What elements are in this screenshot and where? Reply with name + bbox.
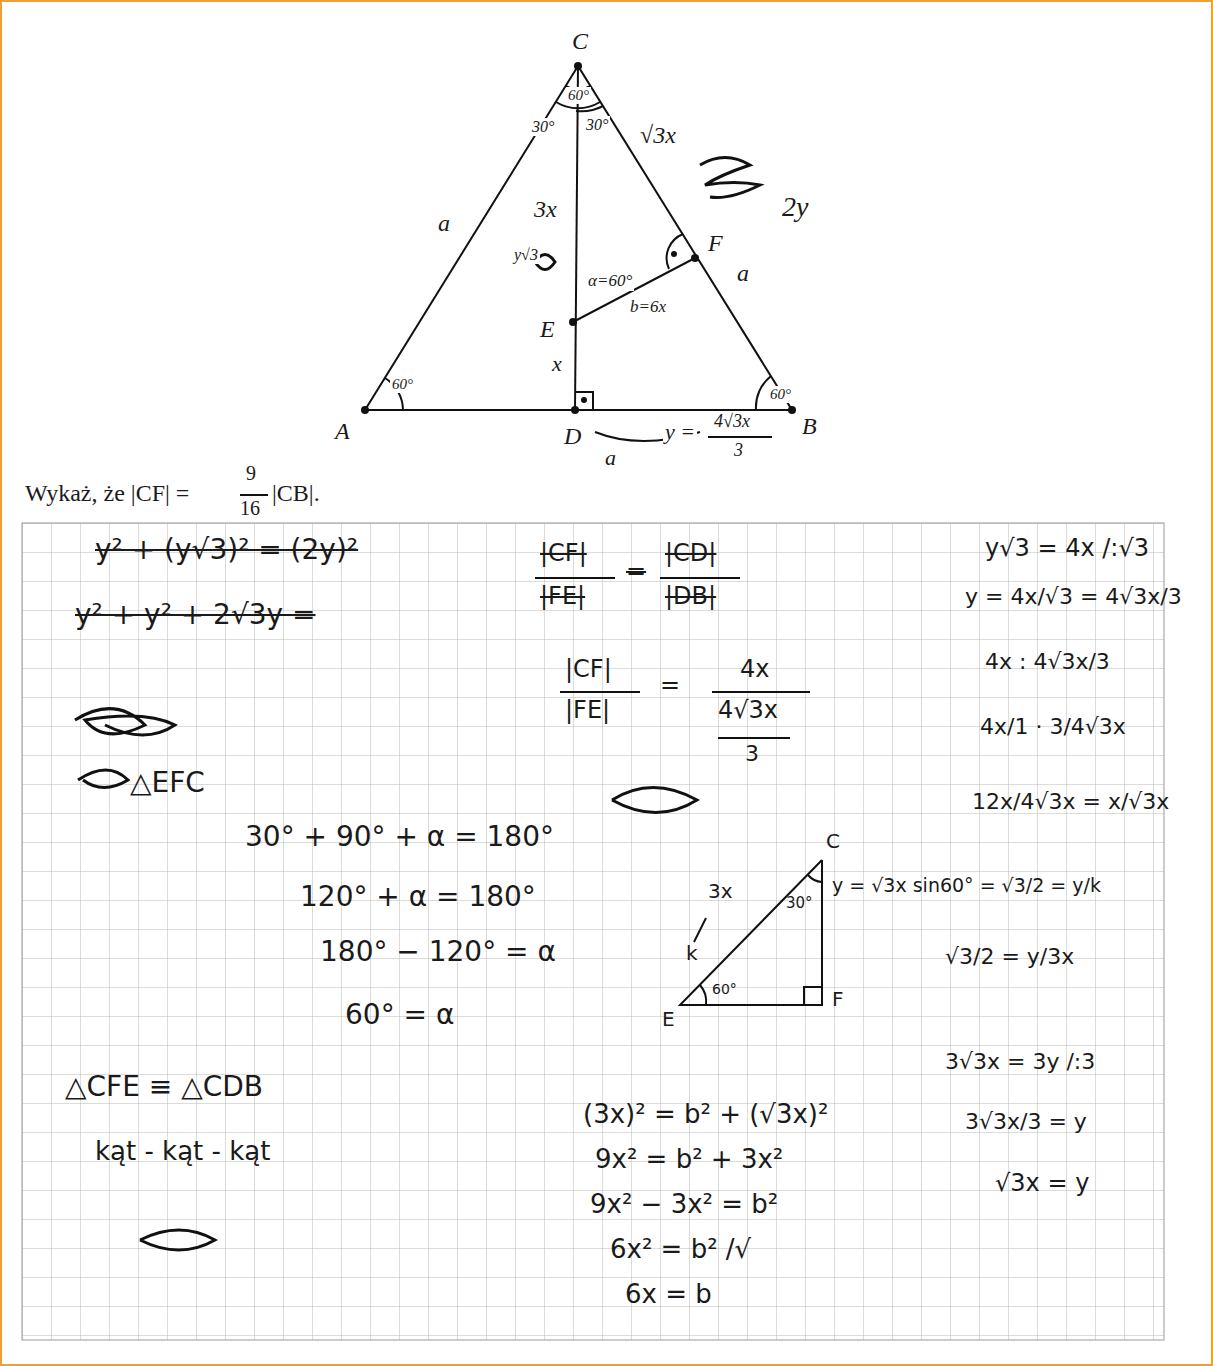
figure-label: F [706,230,725,256]
figure-label: C [570,28,590,54]
figure-label: D [562,423,583,449]
figure-label: √3x [638,122,678,148]
handwritten-note: k [686,942,698,964]
handwritten-note: y² + y² + 2√3y = [75,600,316,631]
figure-label: E [538,316,557,342]
handwritten-note: |CF| [540,540,587,566]
handwritten-note: 4x : 4√3x/3 [985,650,1110,674]
figure-label: 4√3x [712,412,752,432]
problem-statement: 16 [240,497,260,519]
handwritten-note: 3√3x/3 = y [965,1110,1087,1134]
figure-label: y√3 [512,246,540,264]
figure-label: x [550,352,564,376]
handwritten-note: 30° [786,895,813,912]
figure-label: B [800,413,819,439]
handwritten-note: 180° − 120° = α [320,937,556,968]
handwritten-note: |CD| [665,540,716,566]
figure-label: y = [663,420,697,444]
handwritten-note: 9x² − 3x² = b² [590,1190,778,1219]
handwritten-note: 60° = α [345,1000,454,1031]
figure-label: 60° [768,386,793,403]
handwritten-note: |DB| [665,583,716,609]
figure-label: 30° [530,118,556,136]
grid-paper [22,523,1164,1340]
handwritten-note: 6x = b [625,1280,712,1309]
handwritten-note: 3x [708,880,733,902]
figure-label: A [333,418,352,444]
handwritten-note: y√3 = 4x /:√3 [985,535,1149,561]
handwritten-note: 4√3x [718,697,778,723]
handwritten-note: = [626,558,646,584]
handwritten-note: kąt - kąt - kąt [95,1137,270,1166]
handwritten-note: y² + (y√3)² = (2y)² [95,535,358,566]
vertex-dots [361,62,796,414]
problem-statement: |CB|. [272,480,320,506]
handwritten-note: 4x/1 · 3/4√3x [980,715,1126,739]
figure-label: a [735,260,751,286]
triangle-figure [365,66,792,441]
handwritten-note: 9x² = b² + 3x² [595,1145,783,1174]
handwritten-note: 4x [740,656,769,682]
problem-statement: Wykaż, że |CF| = [25,480,189,506]
figure-label: 2y [780,192,810,223]
handwritten-note: y = 4x/√3 = 4√3x/3 [965,585,1182,609]
handwritten-note: 3 [745,742,759,766]
handwritten-note: 30° + 90° + α = 180° [245,822,554,853]
handwritten-note: △EFC [130,768,205,799]
handwritten-note: |FE| [540,583,585,609]
figure-label: b=6x [628,298,668,317]
figure-label: 30° [584,116,610,134]
handwritten-note: 120° + α = 180° [300,882,536,913]
figure-label: 60° [566,87,591,104]
figure-label: a [603,446,618,470]
handwritten-note: 6x² = b² /√ [610,1235,751,1264]
sketch-triangle [680,860,822,1005]
handwritten-note: |FE| [565,697,610,723]
handwritten-note: y = √3x sin60° = √3/2 = y/k [832,875,1101,896]
handwritten-note: E [662,1008,675,1030]
fraction-bar [240,437,810,738]
handwritten-note: 3√3x = 3y /:3 [945,1050,1095,1074]
handwritten-note: △CFE ≡ △CDB [65,1072,263,1103]
handwritten-note: √3/2 = y/3x [945,945,1074,969]
problem-statement: 9 [246,462,256,484]
figure-label: 3x [532,196,559,222]
figure-label: 3 [732,441,745,461]
figure-label: a [436,210,452,236]
figure-label: α=60° [586,272,634,291]
handwritten-note: 60° [712,982,737,997]
handwritten-note: 12x/4√3x = x/√3x [972,790,1169,814]
handwritten-note: |CF| [565,656,612,682]
handwritten-note: C [826,830,840,852]
figure-label: 60° [390,376,415,393]
handwritten-note: (3x)² = b² + (√3x)² [583,1100,828,1129]
handwritten-note: F [832,988,844,1010]
handwritten-note: √3x = y [995,1170,1089,1196]
handwritten-note: = [660,672,680,698]
